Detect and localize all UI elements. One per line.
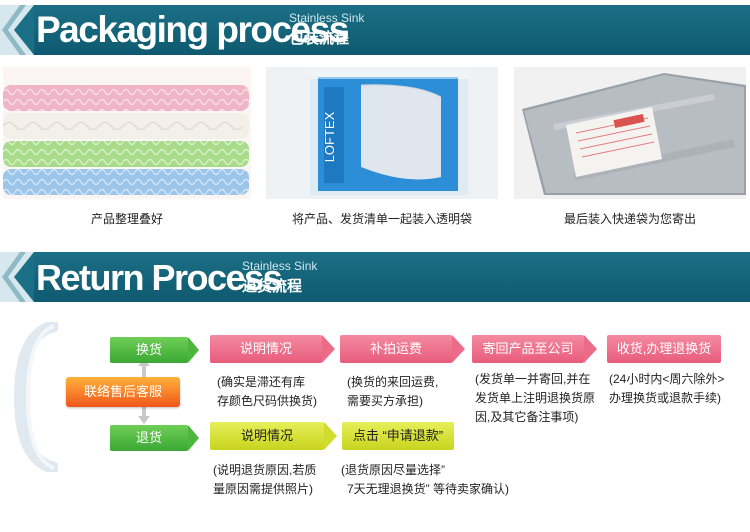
refund-step-explain[interactable]: 说明情况 <box>210 422 337 450</box>
return-subtitle-cn: 退货流程 <box>242 278 303 295</box>
exchange-note-3: (发货单一并寄回,并在 发货单上注明退换货原 因,及其它备注事项) <box>475 372 596 424</box>
bagged-towel-photo: LOFTEX <box>266 67 498 199</box>
courier-bag-photo <box>514 67 746 199</box>
caption-fold: 产品整理叠好 <box>90 212 163 226</box>
exchange-note-1: (确实是滞还有库 存颜色尺码供换货) <box>217 375 317 408</box>
phone-handset-icon <box>14 322 58 472</box>
exchange-step-return-product[interactable]: 寄回产品至公司 <box>472 335 597 363</box>
packaging-title: Packaging process <box>36 9 349 50</box>
exchange-step-shipping-fee[interactable]: 补拍运费 <box>340 335 465 363</box>
bag-brand-text: LOFTEX <box>322 111 337 162</box>
chevron-left-icon <box>0 252 34 302</box>
contact-support-button[interactable]: 联络售后客服 <box>66 377 180 407</box>
return-banner: Return Process Stainless Sink 退货流程 <box>0 252 750 302</box>
exchange-button[interactable]: 换货 <box>110 337 199 363</box>
caption-bag: 将产品、发货清单一起装入透明袋 <box>291 212 472 226</box>
packaging-subtitle-en: Stainless Sink <box>289 11 365 25</box>
packaging-banner: Packaging process Stainless Sink 包装流程 <box>0 5 750 55</box>
return-title: Return Process <box>36 257 283 298</box>
caption-ship: 最后装入快递袋为您寄出 <box>563 212 696 226</box>
packaging-subtitle-cn: 包装流程 <box>289 30 350 47</box>
folded-towels-photo <box>3 67 251 199</box>
branch-connector <box>138 358 150 424</box>
exchange-note-2: (换货的来回运费, 需要买方承担) <box>347 375 439 408</box>
refund-button[interactable]: 退货 <box>110 425 199 451</box>
exchange-step-process[interactable]: 收货,办理退换货 <box>607 335 721 363</box>
refund-note-1: (说明退货原因,若质 量原因需提供照片) <box>213 463 317 496</box>
exchange-note-4: (24小时内<周六除外> 办理换货或退款手续) <box>609 372 725 405</box>
chevron-left-icon <box>0 5 34 55</box>
refund-step-apply[interactable]: 点击 “申请退款” <box>342 422 454 450</box>
return-subtitle-en: Stainless Sink <box>242 259 318 273</box>
exchange-step-explain[interactable]: 说明情况 <box>210 335 335 363</box>
refund-note-2: (退货原因尽量选择” 7天无理退换货” 等待卖家确认) <box>341 463 510 496</box>
